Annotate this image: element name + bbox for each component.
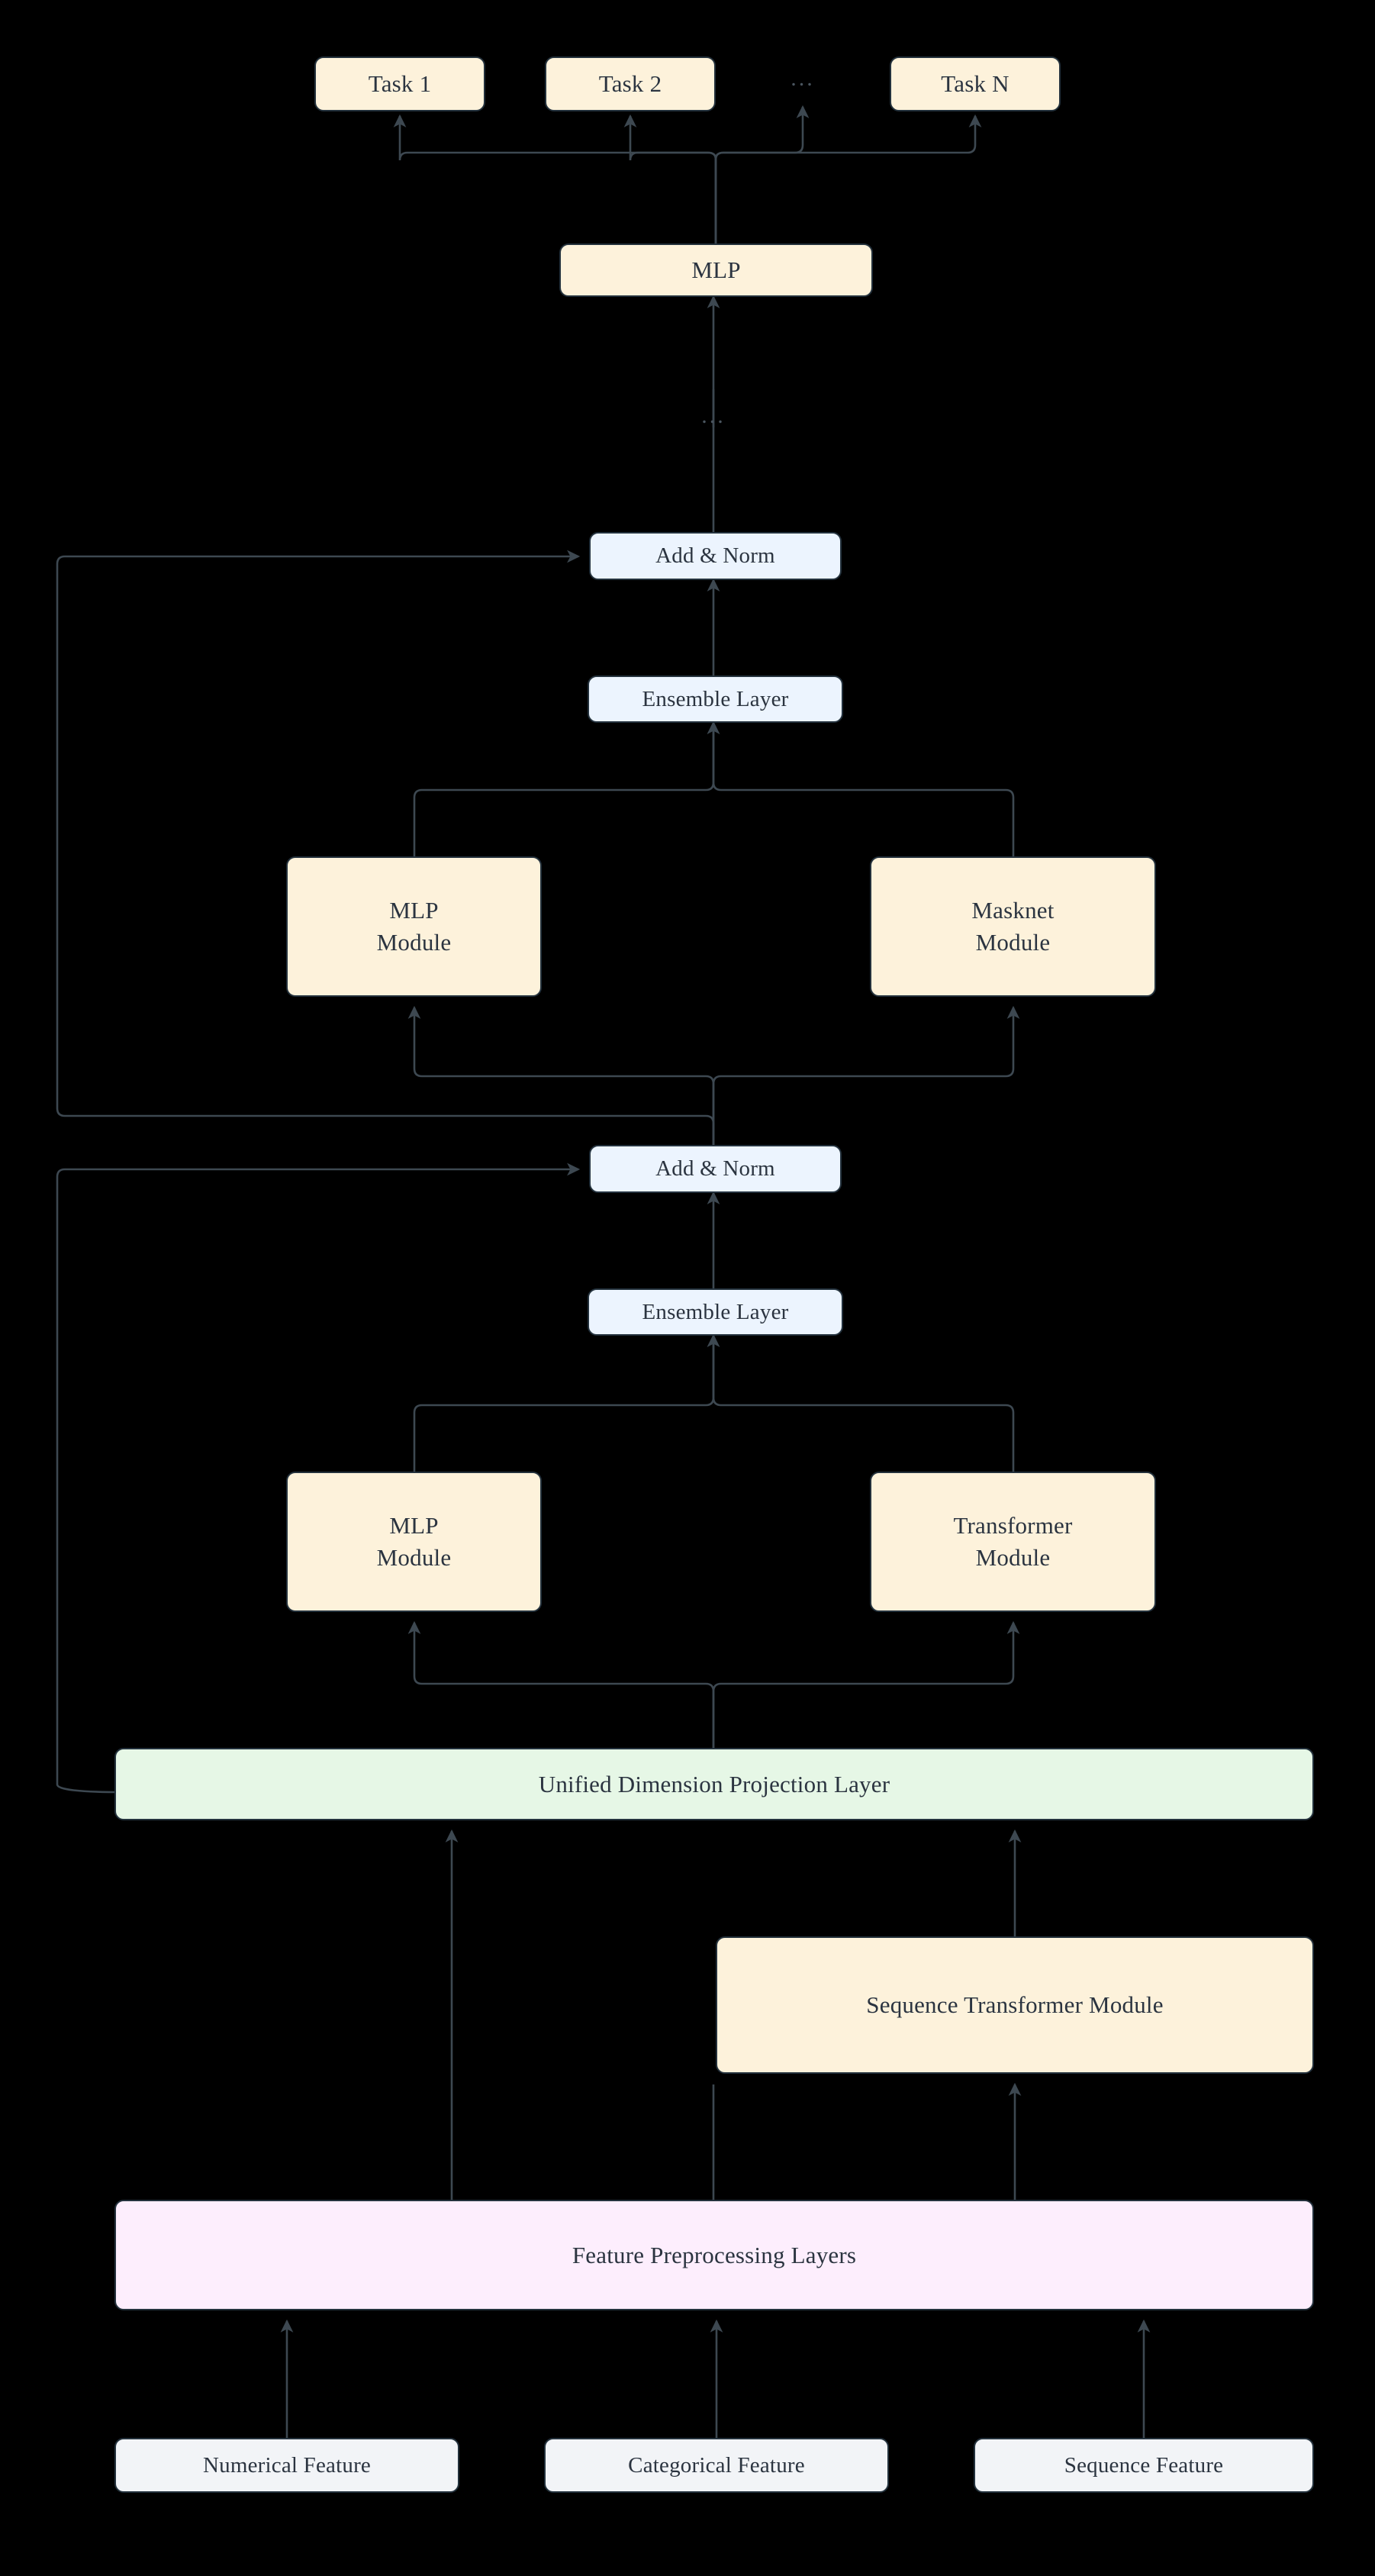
node-mlp-module-1[interactable]: MLP Module [286, 1472, 542, 1612]
node-masknet-module[interactable]: Masknet Module [870, 856, 1156, 997]
edge-unified-to-transformer-module [712, 1620, 1020, 1748]
node-add-norm-2[interactable]: Add & Norm [589, 532, 842, 580]
edge-residual-add-norm-1-to-add-norm-2 [56, 550, 715, 1145]
edge-add-norm-1-to-mlp-module-2 [407, 1005, 715, 1145]
edge-add-norm-1-to-masknet-module [712, 1005, 1020, 1145]
node-transformer-module[interactable]: Transformer Module [870, 1472, 1156, 1612]
edge-mlp-head-to-tasks-ellipsis [714, 105, 810, 243]
node-mlp-module-2[interactable]: MLP Module [286, 856, 542, 997]
node-task-2[interactable]: Task 2 [545, 56, 716, 111]
edge-mlp-head-to-task-n [714, 114, 982, 243]
ellipsis-tasks-ellipsis: ... [791, 66, 815, 91]
node-task-1[interactable]: Task 1 [314, 56, 485, 111]
node-sequence-feature[interactable]: Sequence Feature [974, 2438, 1314, 2493]
edge-mlp-head-to-task-2 [623, 114, 717, 243]
node-numerical-feature[interactable]: Numerical Feature [114, 2438, 459, 2493]
edge-group [56, 105, 1151, 2438]
edge-mlp-head-to-task-1 [393, 114, 717, 243]
node-add-norm-1[interactable]: Add & Norm [589, 1145, 842, 1193]
node-categorical-feature[interactable]: Categorical Feature [544, 2438, 889, 2493]
node-mlp-head[interactable]: MLP [559, 243, 873, 297]
edge-mlp-module-1-to-ensemble-layer-1 [413, 1333, 720, 1472]
node-feature-preprocessing-layers[interactable]: Feature Preprocessing Layers [114, 2200, 1314, 2310]
edge-transformer-module-to-ensemble-layer-1 [707, 1333, 1015, 1472]
edge-mlp-module-2-to-ensemble-layer-2 [413, 721, 720, 856]
node-ensemble-layer-1[interactable]: Ensemble Layer [588, 1288, 843, 1336]
node-ensemble-layer-2[interactable]: Ensemble Layer [588, 675, 843, 723]
node-task-n[interactable]: Task N [890, 56, 1061, 111]
node-unified-dimension-projection-layer[interactable]: Unified Dimension Projection Layer [114, 1748, 1314, 1820]
ellipsis-stack-ellipsis: ... [701, 403, 726, 428]
node-sequence-transformer-module[interactable]: Sequence Transformer Module [716, 1936, 1314, 2074]
edge-masknet-module-to-ensemble-layer-2 [707, 721, 1015, 856]
edge-unified-to-mlp-module-1 [407, 1620, 715, 1748]
